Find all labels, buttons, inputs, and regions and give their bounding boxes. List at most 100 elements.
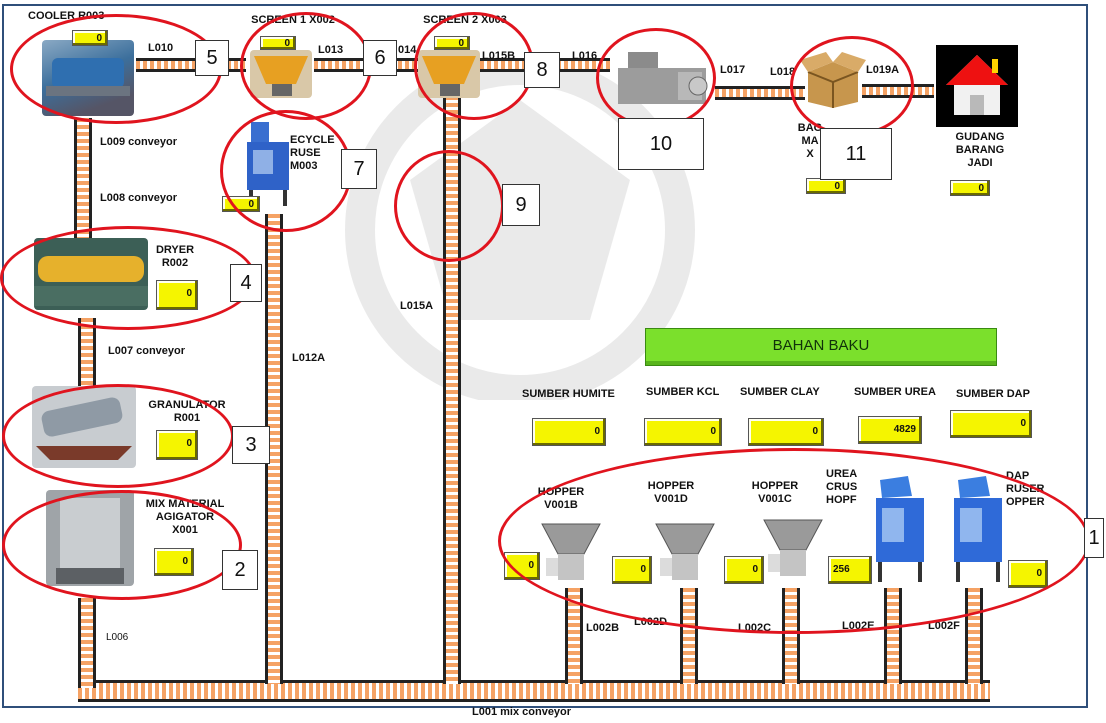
dryer-title: DRYER R002 [150,244,200,270]
conveyor-l006[interactable] [78,598,96,688]
conveyor-l015a[interactable] [443,96,461,684]
callout-6: 6 [363,40,397,76]
screen-icon [418,50,480,98]
source-value-humite: 0 [532,418,606,446]
source-value-dap: 0 [950,410,1032,438]
source-label-urea: SUMBER UREA [854,386,936,398]
conveyor-l009[interactable] [74,118,92,248]
cooler-machine[interactable] [42,40,134,116]
label-l006: L006 [106,632,128,643]
granulator-title: GRANULATOR R001 [142,399,232,425]
house-icon [936,45,1018,127]
hopper-b-title: HOPPER V001B [526,486,596,512]
source-label-humite: SUMBER HUMITE [522,388,615,400]
callout-10: 10 [618,118,704,170]
label-l009: L009 conveyor [100,136,177,148]
hopper-d-machine[interactable] [654,520,716,590]
conveyor-l002c[interactable] [782,588,800,684]
granulator-icon [32,386,136,468]
label-l013: L013 [318,44,343,56]
gudang-value-display: 0 [950,180,990,196]
callout-8: 8 [524,52,560,88]
mixer-machine[interactable] [46,490,134,586]
mixer-icon [46,490,134,586]
conveyor-l001[interactable] [78,680,990,702]
bagging-value-display: 0 [806,178,846,194]
hopper-b-value-display: 0 [504,552,540,580]
screen2-title: SCREEN 2 X003 [410,14,520,27]
source-value-urea: 4829 [858,416,922,444]
source-label-clay: SUMBER CLAY [740,386,820,398]
label-l019a: L019A [866,64,899,76]
hopper-d-value-display: 0 [612,556,652,584]
crusher-icon [245,118,291,208]
hopper-icon [540,520,602,590]
screen-icon [250,50,312,98]
label-l012a: L012A [292,352,325,364]
source-value-kcl: 0 [644,418,722,446]
screen2-machine[interactable] [418,50,480,98]
source-value-clay: 0 [748,418,824,446]
gudang-title: GUDANG BARANG JADI [940,131,1020,170]
callout-4: 4 [230,264,262,302]
label-l018: L018 [770,66,795,78]
mixer-title: MIX MATERIAL AGIGATOR X001 [126,498,244,537]
dap-crusher-machine[interactable] [950,474,1006,586]
conveyor-l017[interactable] [715,86,805,100]
packing-machine[interactable] [614,44,710,108]
callout-3: 3 [232,426,270,464]
machine-icon [614,44,710,108]
recycle-crusher-machine[interactable] [245,118,291,208]
callout-7: 7 [341,149,377,189]
label-l002d: L002D [634,616,667,628]
recycle-value-display: 0 [222,196,260,212]
label-l017: L017 [720,64,745,76]
box-icon [800,52,866,108]
screen1-machine[interactable] [250,50,312,98]
urea-crusher-value-display: 256 [828,556,872,584]
cooler-value-display: 0 [72,30,108,46]
hopper-c-title: HOPPER V001C [740,480,810,506]
conveyor-l002d[interactable] [680,588,698,684]
callout-11: 11 [820,128,892,180]
conveyor-l007[interactable] [78,318,96,393]
label-l002c: L002C [738,622,771,634]
label-l007: L007 conveyor [108,345,185,357]
urea-crusher-title: UREA CRUS HOPF [826,468,874,507]
source-label-dap: SUMBER DAP [956,388,1030,400]
bahan-baku-banner: BAHAN BAKU [645,328,997,366]
hopper-icon [654,520,716,590]
granulator-machine[interactable] [32,386,136,468]
dap-crusher-value-display: 0 [1008,560,1048,588]
conveyor-l019a[interactable] [862,84,934,98]
hopper-c-machine[interactable] [762,516,824,586]
conveyor-l010[interactable] [136,58,246,72]
dryer-machine[interactable] [34,238,148,310]
crusher-icon [872,474,928,586]
conveyor-l002f[interactable] [965,588,983,684]
conveyor-l002b[interactable] [565,588,583,684]
label-l015b: L015B [482,50,515,62]
warehouse-tile[interactable] [936,45,1018,127]
label-l014: 014 [398,44,416,56]
screen1-title: SCREEN 1 X002 [238,14,348,27]
label-l015a: L015A [400,300,433,312]
label-l002b: L002B [586,622,619,634]
mixer-value-display: 0 [154,548,194,576]
bagging-box[interactable] [800,52,866,108]
dap-crusher-title: DAP RUSER OPPER [1006,470,1066,509]
callout-5: 5 [195,40,229,76]
urea-crusher-machine[interactable] [872,474,928,586]
label-l010: L010 [148,42,173,54]
conveyor-l002e[interactable] [884,588,902,684]
hopper-icon [762,516,824,586]
source-label-kcl: SUMBER KCL [646,386,719,398]
cooler-title: COOLER R003 [28,10,138,23]
label-l002f: L002F [928,620,960,632]
dryer-icon [34,238,148,310]
hopper-c-value-display: 0 [724,556,764,584]
label-l008: L008 conveyor [100,192,177,204]
hopper-b-machine[interactable] [540,520,602,590]
callout-2: 2 [222,550,258,590]
